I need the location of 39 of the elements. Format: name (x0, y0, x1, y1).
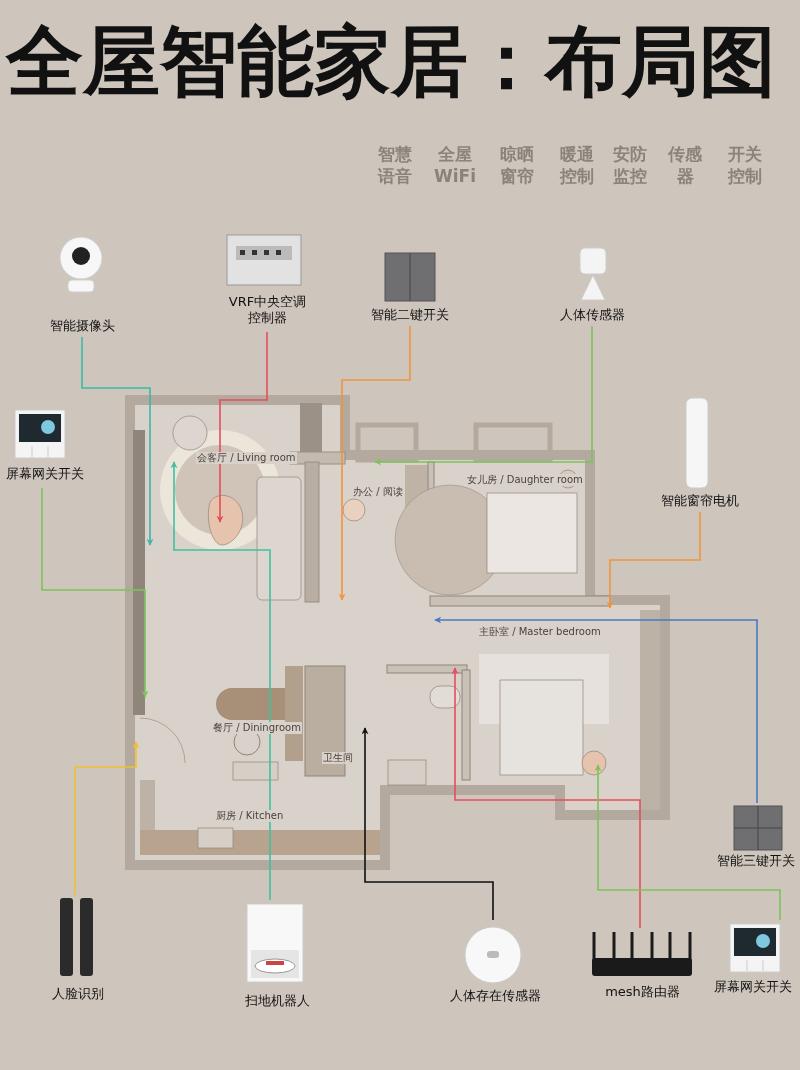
device-label: VRF中央空调控制器 (227, 294, 308, 326)
category-label: 开关控制 (726, 143, 763, 187)
device-label: 人体传感器 (559, 307, 626, 323)
category-label: 暖通控制 (558, 143, 595, 187)
leader-line (361, 727, 494, 921)
leader-line (170, 461, 271, 901)
title: 全屋智能家居：布局图 (6, 16, 776, 108)
room-label: 厨房 / Kitchen (215, 810, 285, 822)
leader-line (594, 764, 781, 921)
device-label: 扫地机器人 (244, 993, 311, 1009)
leader-line (606, 511, 701, 609)
leader-line (41, 487, 149, 698)
device-label: 智能窗帘电机 (660, 493, 740, 509)
device-label: 智能二键开关 (370, 307, 450, 323)
device-label: 人脸识别 (50, 986, 105, 1002)
leader-line (81, 336, 154, 546)
category-label: 传感器 (667, 143, 703, 187)
room-label: 办公 / 阅读 (352, 486, 404, 498)
category-label: 智慧语音 (376, 143, 413, 187)
room-label: 卫生间 (322, 752, 354, 764)
leader-line (216, 331, 268, 523)
device-label: mesh路由器 (604, 984, 681, 1000)
device-label: 智能摄像头 (49, 318, 116, 334)
leader-line (434, 616, 758, 804)
category-label: 晾晒窗帘 (499, 143, 535, 187)
device-label: 人体存在传感器 (448, 988, 542, 1004)
device-label: 屏幕网关开关 (712, 979, 793, 995)
room-label: 女儿房 / Daughter room (466, 474, 584, 486)
leader-line (451, 667, 641, 929)
category-label: 全屋WiFi (434, 143, 476, 187)
leader-line (74, 741, 140, 896)
leader-line (338, 325, 411, 601)
leader-line (374, 325, 593, 466)
category-label: 安防监控 (612, 143, 648, 187)
device-label: 屏幕网关开关 (5, 466, 85, 482)
room-label: 会客厅 / Living room (196, 452, 297, 464)
room-label: 主卧室 / Master bedroom (478, 626, 602, 638)
device-label: 智能三键开关 (716, 853, 796, 869)
room-label: 餐厅 / Diningroom (212, 722, 302, 734)
